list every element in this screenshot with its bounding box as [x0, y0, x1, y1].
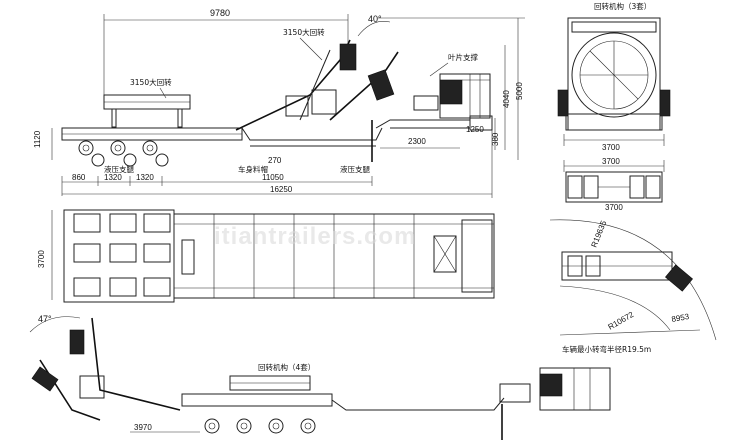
label-hydraulic-support-left: 液压支腿: [104, 164, 134, 174]
bottom-wheels: [204, 418, 316, 434]
plan-view: 3700: [37, 209, 495, 303]
bottom-view: 47° 回转机构（4套） 3970: [29, 314, 611, 440]
bottom-view-angle: 47°: [38, 314, 52, 324]
dim-axle-b: 1320: [104, 173, 122, 182]
dim-well-mid: 270: [268, 156, 282, 165]
label-turntable-top: 3150大回转: [283, 27, 325, 37]
dim-height-total: 5000: [515, 82, 524, 100]
axle-view: 3700 3700: [563, 157, 665, 212]
turning-caption: 车辆最小转弯半径R19.5m: [562, 344, 651, 354]
axle-view-width-bottom: 3700: [605, 203, 623, 212]
axle-view-width-top: 3700: [602, 157, 620, 166]
dim-rear-length: 2300: [408, 137, 426, 146]
front-view: 回转机构（3套） 3700: [557, 1, 671, 152]
dim-deck-step: 380: [491, 132, 500, 146]
dim-axle-a: 860: [72, 173, 86, 182]
side-wheels: [78, 140, 169, 167]
turning-r-outer: R19635: [590, 219, 609, 249]
dim-main-span: 11050: [262, 173, 284, 182]
watermark: itiantrailers.com: [214, 223, 416, 250]
bottom-view-length: 3970: [134, 423, 152, 432]
turning-r-mid: 8953: [671, 312, 691, 324]
dim-frame-left: 1120: [33, 130, 42, 148]
label-hydraulic-support-right: 液压支腿: [340, 164, 370, 174]
bottom-view-mechanism: 回转机构（4套）: [258, 362, 315, 372]
plan-view-width: 3700: [37, 250, 46, 268]
dim-angle-top: 40°: [368, 14, 382, 24]
label-vehicle-body: 车身料帽: [238, 164, 268, 174]
dim-top-length: 9780: [210, 8, 230, 18]
turning-view: R19635 R10672 8953 车辆最小转弯半径R19.5m: [549, 219, 717, 354]
dim-height-load: 4040: [502, 90, 511, 108]
label-turntable-left: 3150大回转: [130, 77, 172, 87]
front-view-width: 3700: [602, 143, 620, 152]
dim-neck-length: 1250: [466, 125, 484, 134]
turning-r-inner: R10672: [607, 310, 636, 332]
label-blade-support: 叶片支撑: [448, 52, 478, 62]
front-view-title: 回转机构（3套）: [594, 1, 651, 11]
dim-axle-c: 1320: [136, 173, 154, 182]
side-view: 9780 5000 4040 380 40° 1120: [33, 8, 525, 198]
dim-overall: 16250: [270, 185, 293, 194]
plan-axles: [73, 213, 171, 297]
